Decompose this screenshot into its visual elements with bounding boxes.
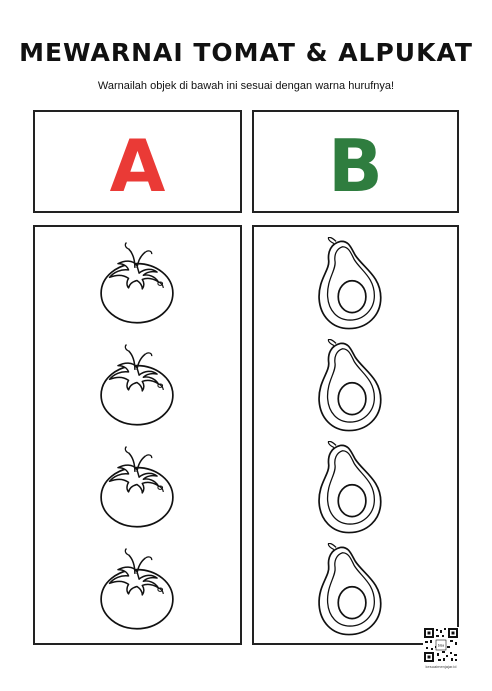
avocado-column: [252, 225, 459, 645]
qr-code-icon: bisa: [423, 627, 459, 663]
avocado-icon-1: [318, 237, 382, 330]
tomato-icon-2: [100, 343, 174, 426]
tomato-column: [33, 225, 242, 645]
tomato-icon-1: [100, 241, 174, 324]
svg-text:bisa: bisa: [438, 644, 445, 648]
avocado-icon-4: [318, 543, 382, 636]
letter-box-b: B: [252, 110, 459, 213]
tomato-icon-4: [100, 547, 174, 630]
letter-box-a: A: [33, 110, 242, 213]
letter-b: B: [328, 124, 383, 208]
letter-a: A: [109, 124, 166, 208]
avocado-icon-3: [318, 441, 382, 534]
worksheet-instruction: Warnailah objek di bawah ini sesuai deng…: [97, 80, 395, 92]
qr-caption: kesuaimenjajar.id: [425, 664, 457, 669]
avocado-icon-2: [318, 339, 382, 432]
tomato-icon-3: [100, 445, 174, 528]
worksheet-title: MEWARNAI TOMAT & ALPUKAT: [19, 38, 473, 67]
